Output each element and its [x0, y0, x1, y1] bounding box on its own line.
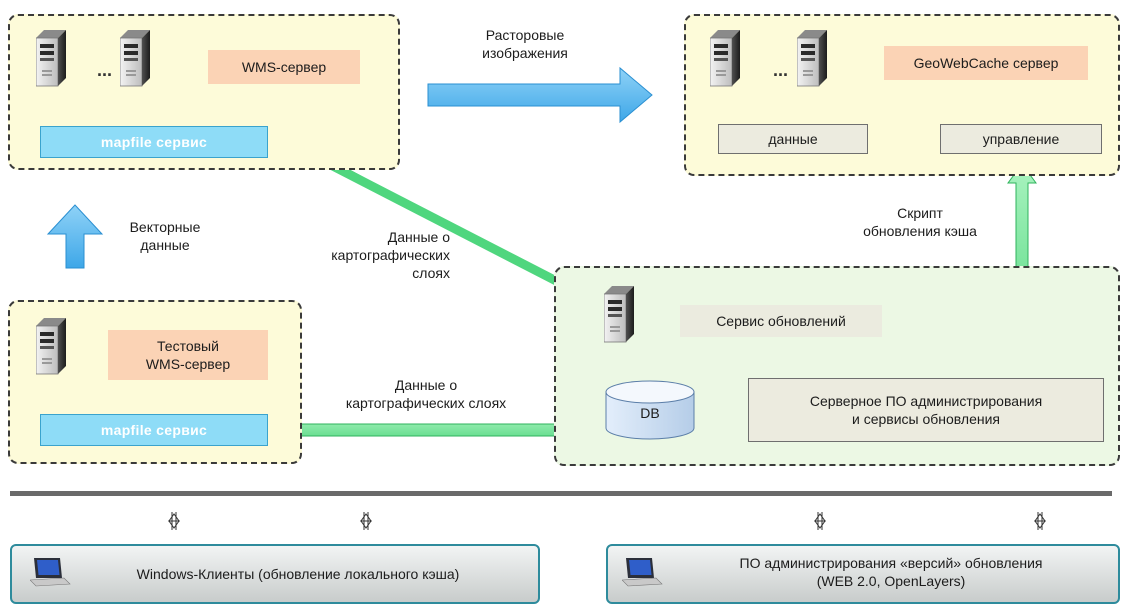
laptop-icon — [30, 558, 71, 587]
server-icon — [36, 318, 67, 375]
admin-clients-label-line1: ПО администрирования «версий» обновления — [739, 555, 1043, 571]
server-icon — [120, 30, 151, 87]
cache-script-caption-line1: Скрипт — [897, 205, 943, 221]
server-icon — [604, 286, 635, 343]
raster-images-caption: Расторовые изображения — [460, 26, 590, 62]
admin-software-label: Серверное ПО администрирования и сервисы… — [748, 378, 1104, 442]
admin-clients-label-line2: (WEB 2.0, OpenLayers) — [816, 573, 966, 589]
cache-script-caption: Скрипт обновления кэша — [840, 204, 1000, 240]
admin-software-label-line1: Серверное ПО администрирования — [809, 393, 1043, 409]
raster-images-arrow — [427, 66, 653, 124]
vector-data-caption-line1: Векторные — [129, 219, 201, 235]
windows-clients-bar — [10, 544, 540, 604]
network-bus-line — [10, 491, 1112, 496]
layers-data-caption-upper-line1: Данные о — [387, 229, 450, 245]
layers-data-caption-lower: Данные о картографических слоях — [316, 376, 536, 412]
layers-data-caption-upper-line2: картографических — [331, 247, 450, 263]
vector-data-caption-line2: данные — [140, 237, 190, 253]
layers-data-caption-lower-line1: Данные о — [394, 377, 458, 393]
ellipsis: ... — [97, 60, 113, 80]
layers-data-caption-upper: Данные о картографических слоях — [270, 228, 450, 282]
server-icon — [710, 30, 741, 87]
windows-clients-label: Windows-Клиенты (обновление локального к… — [136, 566, 460, 582]
server-icon — [797, 30, 828, 87]
database-label: DB — [640, 405, 660, 421]
layers-data-arrow-horizontal — [287, 413, 579, 447]
test-wms-server-label-line1: Тестовый — [157, 338, 219, 354]
server-icon — [36, 30, 67, 87]
mapfile-service-label: mapfile сервис — [40, 126, 268, 158]
raster-images-caption-line1: Расторовые — [485, 27, 565, 43]
cache-data-label: данные — [718, 124, 868, 154]
database-icon — [605, 380, 695, 440]
layers-data-caption-upper-line3: слоях — [412, 265, 450, 281]
layers-data-caption-lower-line2: картографических слоях — [345, 395, 507, 411]
ellipsis: ... — [773, 60, 789, 80]
raster-images-caption-line2: изображения — [482, 45, 568, 61]
vector-data-arrow — [46, 204, 104, 269]
wms-server-label: WMS-сервер — [208, 50, 360, 84]
geowebcache-server-label: GeoWebCache сервер — [884, 46, 1088, 80]
laptop-icon — [622, 558, 663, 587]
bidir-connector-icon — [814, 511, 826, 531]
cache-script-caption-line2: обновления кэша — [863, 223, 977, 239]
bidir-connector-icon — [1034, 511, 1046, 531]
test-wms-server-label-line2: WMS-сервер — [145, 356, 231, 372]
update-service-label: Сервис обновлений — [680, 305, 882, 337]
bidir-connector-icon — [360, 511, 372, 531]
admin-software-label-line2: и сервисы обновления — [851, 411, 1001, 427]
vector-data-caption: Векторные данные — [110, 218, 220, 254]
admin-clients-bar — [606, 544, 1120, 604]
test-wms-server-label: Тестовый WMS-сервер — [108, 330, 268, 380]
test-mapfile-service-label: mapfile сервис — [40, 414, 268, 446]
admin-clients-label: ПО администрирования «версий» обновления… — [676, 554, 1106, 590]
bidir-connector-icon — [168, 511, 180, 531]
cache-control-label: управление — [940, 124, 1102, 154]
